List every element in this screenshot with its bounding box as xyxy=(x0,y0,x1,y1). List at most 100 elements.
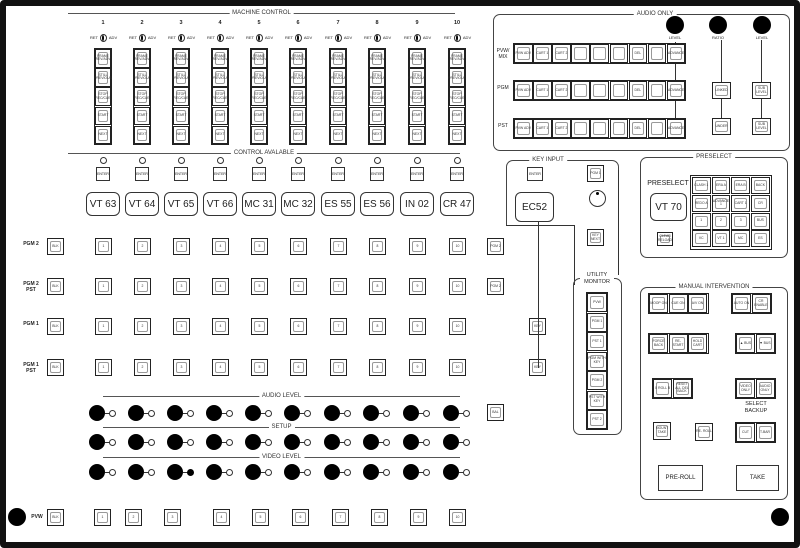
pvw-button[interactable]: 5 xyxy=(252,509,269,526)
key-enter-button[interactable]: ENTER xyxy=(527,167,543,181)
select-backup-button[interactable]: AUDIO ONLY xyxy=(755,379,775,398)
row-extra-button[interactable]: KEY xyxy=(529,318,546,335)
crosspoint-button[interactable]: 2 xyxy=(134,359,151,376)
audio-button[interactable]: CART 2 xyxy=(552,81,571,100)
preselect-button[interactable]: MC xyxy=(731,230,750,248)
pvw-button[interactable]: 10 xyxy=(449,509,466,526)
knob[interactable] xyxy=(324,405,340,421)
enter-button[interactable]: ENTER xyxy=(135,167,149,181)
knob[interactable] xyxy=(128,405,144,421)
preselect-button[interactable]: ERA B xyxy=(731,177,750,194)
machine-button[interactable]: FRAME REV/ADV xyxy=(449,49,465,68)
audio-button[interactable]: PVW ADV xyxy=(514,81,533,100)
knob[interactable] xyxy=(403,434,419,450)
enter-button[interactable]: ENTER xyxy=(331,167,345,181)
audio-button[interactable] xyxy=(609,119,628,138)
machine-button[interactable]: FRAME REV/ADV xyxy=(95,49,111,68)
machine-button[interactable]: START xyxy=(173,106,189,126)
sub-level-button[interactable]: SUB LEVEL xyxy=(752,118,771,135)
crosspoint-button[interactable]: 8 xyxy=(369,278,386,295)
preselect-button[interactable]: ES xyxy=(751,230,770,248)
key-knob[interactable] xyxy=(589,190,606,207)
knob[interactable] xyxy=(443,434,459,450)
audio-button[interactable]: ADVANCE xyxy=(666,44,686,63)
machine-button[interactable]: START xyxy=(212,106,228,126)
audio-button[interactable] xyxy=(590,44,609,63)
enter-button[interactable]: ENTER xyxy=(174,167,188,181)
re-roll-button[interactable]: RE- ROLL xyxy=(695,423,713,441)
audio-button[interactable]: CART 2 xyxy=(552,44,571,63)
knob[interactable] xyxy=(206,464,222,480)
enter-button[interactable]: ENTER xyxy=(213,167,227,181)
crosspoint-button[interactable]: 1 xyxy=(95,318,112,335)
crosspoint-button[interactable]: 6 xyxy=(290,278,307,295)
audio-button[interactable]: CART 2 xyxy=(552,119,571,138)
crosspoint-button[interactable]: 7 xyxy=(330,278,347,295)
black-button[interactable]: BLK xyxy=(47,318,64,335)
crosspoint-button[interactable]: 9 xyxy=(409,318,426,335)
intervention-row1-button[interactable]: A/V ON xyxy=(688,294,707,313)
audio-button[interactable] xyxy=(609,44,628,63)
audio-level-button[interactable]: BAL xyxy=(487,404,504,421)
machine-button[interactable]: FRAME REV/ADV xyxy=(409,49,425,68)
machine-button[interactable]: FRAME REV/ADV xyxy=(212,49,228,68)
machine-button[interactable]: NEXT xyxy=(212,125,228,145)
knob[interactable] xyxy=(245,405,261,421)
pvw-button[interactable]: 9 xyxy=(410,509,427,526)
sub-level-button[interactable]: SUB LEVEL xyxy=(752,82,771,99)
preselect-button[interactable]: ADVANCE 1 xyxy=(711,194,731,212)
machine-button[interactable]: NEXT xyxy=(290,125,306,145)
machine-button[interactable]: STILL PREVIOUS xyxy=(289,68,307,87)
transition-button[interactable]: T-BAR xyxy=(755,423,775,442)
intervention-row2-button[interactable]: RE- START xyxy=(668,334,688,353)
intervention-row2-button[interactable]: FORCE BACK xyxy=(649,334,668,353)
knob[interactable] xyxy=(128,434,144,450)
enter-button[interactable]: ENTER xyxy=(96,167,110,181)
audio-button[interactable] xyxy=(571,119,590,138)
knob[interactable] xyxy=(363,434,379,450)
audio-button[interactable] xyxy=(571,81,590,100)
crosspoint-button[interactable]: 1 xyxy=(95,238,112,255)
machine-button[interactable]: STILL PREVIOUS xyxy=(368,68,386,87)
utility-button[interactable]: PGM WITH KEY xyxy=(587,351,607,371)
pvw-button[interactable]: 2 xyxy=(125,509,142,526)
knob[interactable] xyxy=(89,434,105,450)
crosspoint-button[interactable]: 5 xyxy=(251,359,268,376)
machine-button[interactable]: START xyxy=(409,106,425,126)
pre-roll-button[interactable]: PRE-ROLL xyxy=(658,465,703,491)
intervention-row1-button[interactable]: CUE ON xyxy=(668,294,688,313)
crosspoint-button[interactable]: 8 xyxy=(369,359,386,376)
crosspoint-button[interactable]: 8 xyxy=(369,318,386,335)
crosspoint-button[interactable]: 2 xyxy=(134,318,151,335)
audio-button[interactable] xyxy=(647,44,667,63)
machine-button[interactable]: START xyxy=(290,106,306,126)
knob[interactable] xyxy=(167,434,183,450)
machine-button[interactable]: STILL PREVIOUS xyxy=(329,68,347,87)
crosspoint-button[interactable]: 3 xyxy=(173,238,190,255)
bus-select-button[interactable]: ▼ BUS xyxy=(755,334,775,353)
audio-button[interactable]: DEL xyxy=(628,81,648,100)
utility-button[interactable]: PST 1 xyxy=(587,332,607,351)
crosspoint-button[interactable]: 9 xyxy=(409,359,426,376)
crosspoint-button[interactable]: 3 xyxy=(173,318,190,335)
knob[interactable] xyxy=(284,434,300,450)
crosspoint-button[interactable]: 7 xyxy=(330,238,347,255)
machine-button[interactable]: FRAME REV/ADV xyxy=(173,49,189,68)
machine-button[interactable]: START xyxy=(251,106,267,126)
machine-button[interactable]: NEXT xyxy=(134,125,150,145)
machine-button[interactable]: STILL PREVIOUS xyxy=(133,68,151,87)
enter-button[interactable]: ENTER xyxy=(450,167,464,181)
key-pgm-button[interactable]: PGM 1 xyxy=(587,165,604,182)
select-backup-button[interactable]: VIDEO ONLY xyxy=(736,379,755,398)
audio-button[interactable] xyxy=(609,81,628,100)
crosspoint-button[interactable]: 9 xyxy=(409,278,426,295)
key-next-button[interactable]: KEY NEXT xyxy=(587,229,604,246)
crosspoint-button[interactable]: 3 xyxy=(173,359,190,376)
crosspoint-button[interactable]: 7 xyxy=(330,318,347,335)
machine-button[interactable]: STILL PREVIOUS xyxy=(211,68,229,87)
ratio-button[interactable]: LINKED xyxy=(712,82,731,99)
machine-button[interactable]: STOP REC/CUE xyxy=(95,87,111,106)
enter-button[interactable]: ENTER xyxy=(252,167,266,181)
intervention-row1-right-button[interactable]: AUTO ON xyxy=(732,294,751,313)
preselect-button[interactable]: ERA A xyxy=(711,177,731,194)
